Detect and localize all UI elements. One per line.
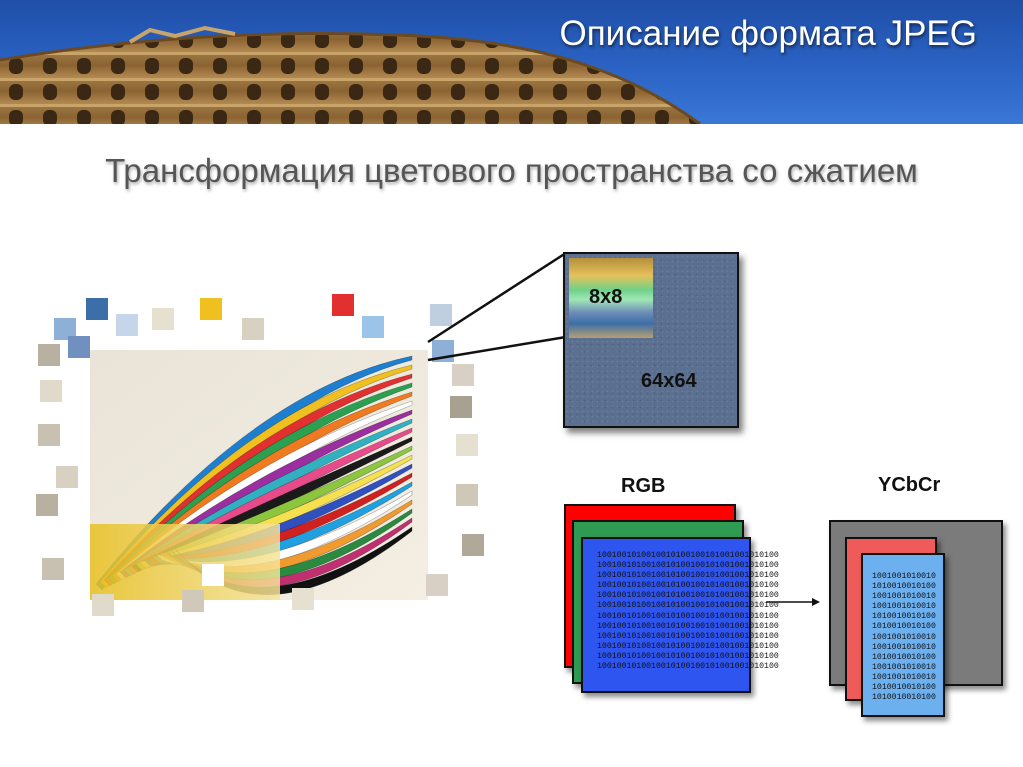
pixel-block — [456, 434, 478, 456]
pixel-block — [40, 380, 62, 402]
pixel-block — [92, 594, 114, 616]
pixel-block — [450, 396, 472, 418]
pixel-block — [200, 298, 222, 320]
pixel-block — [426, 574, 448, 596]
rgb-blue-layer: 1001001010010010100100101001001010100 10… — [581, 537, 779, 693]
rgb-label: RGB — [621, 475, 666, 497]
pixel-block — [292, 588, 314, 610]
pixel-block — [54, 318, 76, 340]
pixel-block — [430, 304, 452, 326]
pixel-block — [38, 424, 60, 446]
pixel-block — [202, 564, 224, 586]
header-title: Описание формата JPEG — [559, 14, 978, 53]
colosseum-image — [0, 25, 701, 124]
pixel-block — [36, 494, 58, 516]
slide-subtitle: Трансформация цветового пространства со … — [105, 152, 918, 189]
pixel-block — [432, 340, 454, 362]
pixel-block — [332, 294, 354, 316]
block-8x8-label: 8x8 — [589, 286, 623, 308]
ycbcr-label: YCbCr — [878, 474, 941, 496]
pixel-block — [462, 534, 484, 556]
zoom-block-64x64: 8x8 64x64 — [563, 252, 739, 428]
colored-papers-photo — [36, 294, 484, 616]
pixel-block — [86, 298, 108, 320]
ycbcr-binary-data: 1001001010010 1010010010100 100100101001… — [872, 572, 936, 703]
pixel-block — [452, 364, 474, 386]
block-8x8-tile — [569, 258, 653, 338]
header-banner: Описание формата JPEG — [0, 0, 1023, 124]
image-64x64-label: 64x64 — [641, 370, 697, 392]
ycbcr-blue-layer: 1001001010010 1010010010100 100100101001… — [861, 553, 945, 717]
pixel-block — [182, 590, 204, 612]
pixel-block — [242, 318, 264, 340]
pixel-block — [362, 316, 384, 338]
pixel-block — [116, 314, 138, 336]
pixel-block — [68, 336, 90, 358]
pixel-block — [152, 308, 174, 330]
pixel-block — [42, 558, 64, 580]
rgb-binary-data: 1001001010010010100100101001001010100 10… — [597, 551, 779, 672]
pixel-block — [38, 344, 60, 366]
pixel-block — [56, 466, 78, 488]
pixel-block — [456, 484, 478, 506]
